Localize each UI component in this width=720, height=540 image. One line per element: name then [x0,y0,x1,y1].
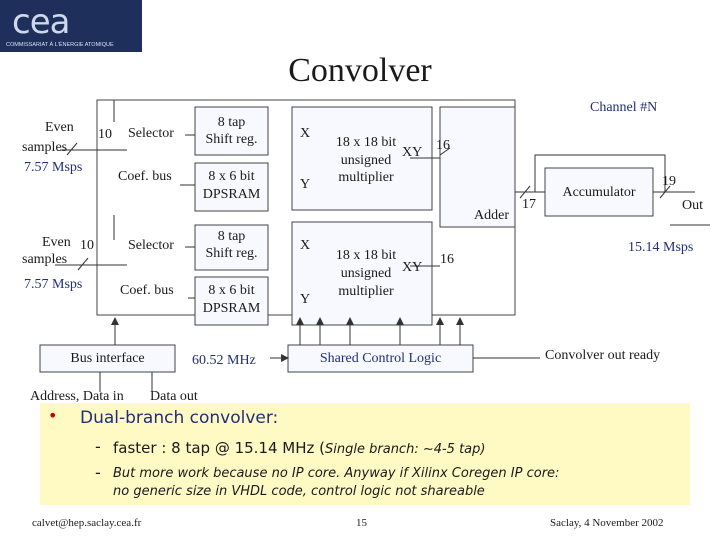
mult-2-line1: 18 x 18 bit [335,248,397,263]
mult-1-out-width: 16 [436,138,450,153]
coef-bus-1: Coef. bus [118,169,172,184]
coef-bus-2: Coef. bus [120,283,174,298]
input-2-line1: Even [42,235,71,250]
sub-bullet-1-dash: - [95,437,101,456]
sub-bullet-2-dash: - [95,463,101,482]
bus-interface-label: Bus interface [70,351,145,366]
input-1-rate: 7.57 Msps [24,160,83,175]
bullet-main: Dual-branch convolver: [80,408,279,428]
mult-2-line2: unsigned [340,266,392,281]
dpsram-2-box [194,276,269,326]
bullet-band [40,403,690,505]
convolver-ready-label: Convolver out ready [545,348,661,363]
sub-bullet-2-line1: But more work because no IP core. Anyway… [113,466,560,481]
footer-date: Saclay, 4 November 2002 [550,517,664,529]
mult-1-line1: 18 x 18 bit [335,135,397,150]
data-out-label: Data out [150,389,198,404]
input-1-line2: samples [22,140,68,155]
adder-width: 17 [522,197,536,212]
mult-1-out: XY [402,145,423,160]
dpsram-1-box [194,162,269,212]
shift-reg-2-box [194,224,269,271]
cea-logo: cea COMMISSARIAT À L'ÉNERGIE ATOMIQUE [0,0,142,52]
shared-control-label: Shared Control Logic [319,351,442,366]
mult-1-port-x: X [300,126,311,141]
shared-control-box [287,344,474,373]
input-1-width: 10 [98,127,112,142]
accumulator-label: Accumulator [562,185,636,200]
footer-email: calvet@hep.saclay.cea.fr [32,517,142,529]
sub-bullet-2-line2: no generic size in VHDL code, control lo… [113,484,485,499]
adder-box [439,106,516,228]
dpsram-1-line1: 8 x 6 bit [208,169,255,184]
channel-label: Channel #N [590,100,658,115]
sub-bullet-1: faster : 8 tap @ 15.14 MHz (Single branc… [113,439,485,457]
footer-page-number: 15 [356,517,367,529]
dpsram-1-line2: DPSRAM [202,187,261,202]
out-rate: 15.14 Msps [628,240,694,255]
input-2-width: 10 [80,238,94,253]
shift-reg-1-box [194,106,269,156]
input-2-rate: 7.57 Msps [24,277,83,292]
slide-title: Convolver [288,52,432,89]
shift-reg-2-line1: 8 tap [217,229,246,244]
sub-bullet-1-italic: Single branch: ~4-5 tap) [325,442,486,457]
selector-1: Selector [128,126,174,141]
clock-label: 60.52 MHz [192,353,256,368]
bullet-marker: • [48,406,58,425]
input-1-line1: Even [45,120,74,135]
dpsram-2-line2: DPSRAM [202,301,261,316]
logo-subtitle: COMMISSARIAT À L'ÉNERGIE ATOMIQUE [6,42,114,48]
adder-label: Adder [474,208,509,223]
shift-reg-1-line1: 8 tap [217,115,246,130]
multiplier-2-box [291,221,433,326]
mult-1-line3: multiplier [338,170,394,185]
mult-2-out: XY [402,260,423,275]
shift-reg-2-line2: Shift reg. [205,246,258,261]
mult-2-port-y: Y [300,292,311,307]
bus-interface-box [39,344,176,373]
mult-1-port-y: Y [300,177,311,192]
out-label: Out [682,198,703,213]
input-2-line2: samples [22,252,68,267]
accumulator-width: 19 [662,174,676,189]
mult-2-line3: multiplier [338,284,394,299]
address-data-label: Address, Data in [30,389,124,404]
selector-2: Selector [128,238,174,253]
accumulator-box [544,167,654,217]
logo-wordmark: cea [12,2,70,42]
sub-bullet-1-text: faster : 8 tap @ 15.14 MHz ( [113,439,326,457]
mult-2-port-x: X [300,238,311,253]
mult-2-out-width: 16 [440,252,454,267]
shift-reg-1-line2: Shift reg. [205,132,258,147]
mult-1-line2: unsigned [340,153,392,168]
dpsram-2-line1: 8 x 6 bit [208,283,255,298]
